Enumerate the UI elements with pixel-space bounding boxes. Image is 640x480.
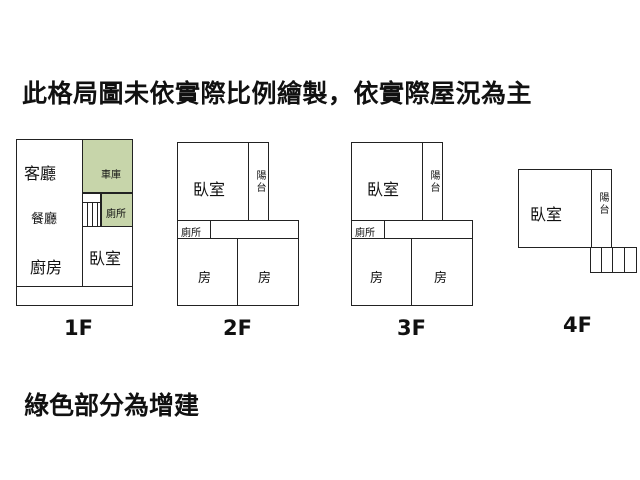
f4-stair-line — [612, 247, 613, 273]
f3-balcony-label: 陽台 — [428, 170, 439, 194]
f1-dining-label: 餐廳 — [31, 212, 58, 227]
f1-garage — [82, 139, 133, 193]
f3-room1-box — [351, 238, 412, 306]
f2-balcony-label: 陽台 — [254, 170, 265, 194]
f4-bedroom-label: 臥室 — [530, 205, 563, 224]
f3-room2-box — [411, 238, 473, 306]
f4-stair-line — [601, 247, 602, 273]
f1-stair-line — [82, 202, 101, 203]
f1-stair-line — [92, 202, 93, 227]
f1-stair-line — [97, 202, 98, 227]
f4-floor-label: 4F — [563, 313, 592, 337]
f1-living-label: 客廳 — [24, 164, 57, 183]
f2-toilet-label: 廁所 — [181, 228, 201, 239]
f4-stairs — [590, 247, 637, 273]
f4-stair-line — [624, 247, 625, 273]
f2-room1-label: 房 — [198, 271, 212, 286]
f2-bedroom-label: 臥室 — [193, 180, 226, 199]
f1-toilet — [101, 193, 133, 227]
f1-toilet-label: 廁所 — [106, 209, 126, 220]
f2-floor-label: 2F — [223, 316, 252, 340]
f3-room1-label: 房 — [370, 271, 384, 286]
f2-room2-label: 房 — [258, 271, 272, 286]
f4-balcony-label: 陽台 — [597, 192, 608, 216]
f1-bedroom-label: 臥室 — [89, 249, 122, 268]
f3-bedroom-label: 臥室 — [367, 180, 400, 199]
disclaimer-title: 此格局圖未依實際比例繪製，依實際屋況為主 — [22, 79, 533, 108]
f2-room2-box — [237, 238, 299, 306]
f1-stair-line — [87, 202, 88, 227]
f1-bedroom-box — [82, 226, 133, 287]
f1-bottom-strip — [16, 286, 133, 306]
f4-bedroom-box — [518, 169, 592, 248]
f1-floor-label: 1F — [64, 316, 93, 340]
f1-stairs — [82, 193, 101, 227]
f3-floor-label: 3F — [397, 316, 426, 340]
f1-kitchen-label: 廚房 — [30, 258, 63, 277]
f3-room2-label: 房 — [434, 271, 448, 286]
f3-bedroom-box — [351, 142, 423, 221]
extension-note: 綠色部分為增建 — [24, 391, 200, 420]
f2-room1-box — [177, 238, 238, 306]
f1-garage-label: 車庫 — [101, 170, 121, 181]
f3-toilet-label: 廁所 — [355, 228, 375, 239]
